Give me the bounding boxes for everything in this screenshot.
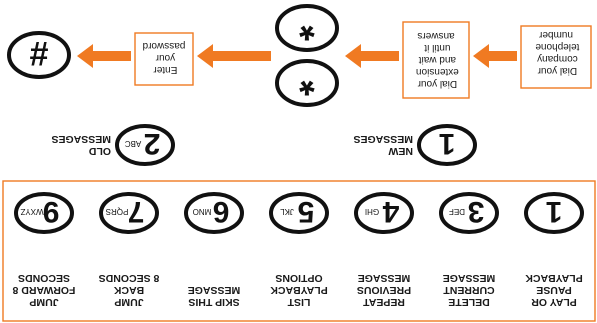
menu-key-1-digit: 1: [439, 127, 456, 160]
flow-arrow-4: [77, 44, 131, 68]
playback-key-9-outline: [14, 192, 74, 234]
menu-caption-1: NEWMESSAGES: [353, 133, 413, 157]
flow-arrow-3: [197, 44, 271, 68]
playback-key-5-outline: [269, 192, 329, 234]
playback-key-3-outline: [439, 192, 499, 234]
key-hash[interactable]: [7, 31, 71, 79]
step-text-dial-extension: Dial your extension and wait until it an…: [413, 30, 459, 89]
playback-keys: PLAY ORPAUSEPLAYBACK 1DELETECURRENTMESSAG…: [12, 192, 584, 308]
playback-key-5-digit: 5: [298, 195, 315, 228]
playback-key-5[interactable]: 5 JKL: [269, 192, 329, 234]
menu-key-2-outline: [115, 124, 175, 166]
playback-caption-3: DELETECURRENTMESSAGE: [443, 272, 496, 308]
menu-key-2-letters: ABC: [125, 139, 142, 148]
playback-key-3-letters: DEF: [449, 207, 465, 216]
flow-arrow-1: [473, 44, 517, 68]
playback-key-4-outline: [354, 192, 414, 234]
step-text-dial-company: Dial your company telephone number: [533, 29, 580, 76]
playback-key-5-letters: JKL: [280, 207, 294, 216]
playback-caption-6: SKIP THISMESSAGE: [188, 284, 241, 308]
step-box-dial-company: [520, 25, 592, 89]
step-box-dial-extension: [402, 21, 470, 99]
playback-key-6-digit: 6: [213, 195, 230, 228]
step-text-password: Enter your password: [143, 40, 186, 75]
playback-key-6-letters: MNO: [193, 207, 212, 216]
step-box-password: [134, 32, 194, 86]
playback-key-4-digit: 4: [382, 195, 399, 228]
key-hash-label: #: [29, 34, 48, 72]
key-star-top[interactable]: [275, 59, 339, 107]
key-star-top-label: *: [299, 59, 315, 103]
playback-key-1[interactable]: 1: [524, 192, 584, 234]
playback-key-7-letters: PQRS: [106, 207, 129, 216]
playback-caption-5: LISTPLAYBACKOPTIONS: [270, 272, 328, 308]
menu-key-1[interactable]: 1: [417, 124, 477, 166]
menu-key-2-digit: 2: [144, 127, 161, 160]
playback-key-4-letters: GHI: [365, 207, 379, 216]
playback-key-6-outline: [184, 192, 244, 234]
playback-key-9-letters: WXYZ: [20, 207, 43, 216]
menu-key-1-outline: [417, 124, 477, 166]
playback-key-7-digit: 7: [128, 195, 145, 228]
playback-key-9-digit: 9: [43, 195, 60, 228]
playback-key-1-outline: [524, 192, 584, 234]
flow-arrow-2: [345, 44, 399, 68]
menu-caption-2: OLDMESSAGES: [51, 133, 111, 157]
playback-caption-7: JUMPBACK8 SECONDS: [99, 272, 160, 308]
playback-key-1-digit: 1: [546, 195, 563, 228]
playback-caption-4: REPEATPREVIOUSMESSAGE: [357, 272, 411, 308]
playback-key-3-digit: 3: [468, 195, 485, 228]
playback-key-7-outline: [99, 192, 159, 234]
playback-caption-9: JUMPFORWARD 8SECONDS: [12, 272, 75, 308]
key-star-bottom-label: *: [299, 4, 315, 48]
playback-caption-1: PLAY ORPAUSEPLAYBACK: [525, 272, 583, 308]
key-star-bottom[interactable]: [275, 4, 339, 52]
